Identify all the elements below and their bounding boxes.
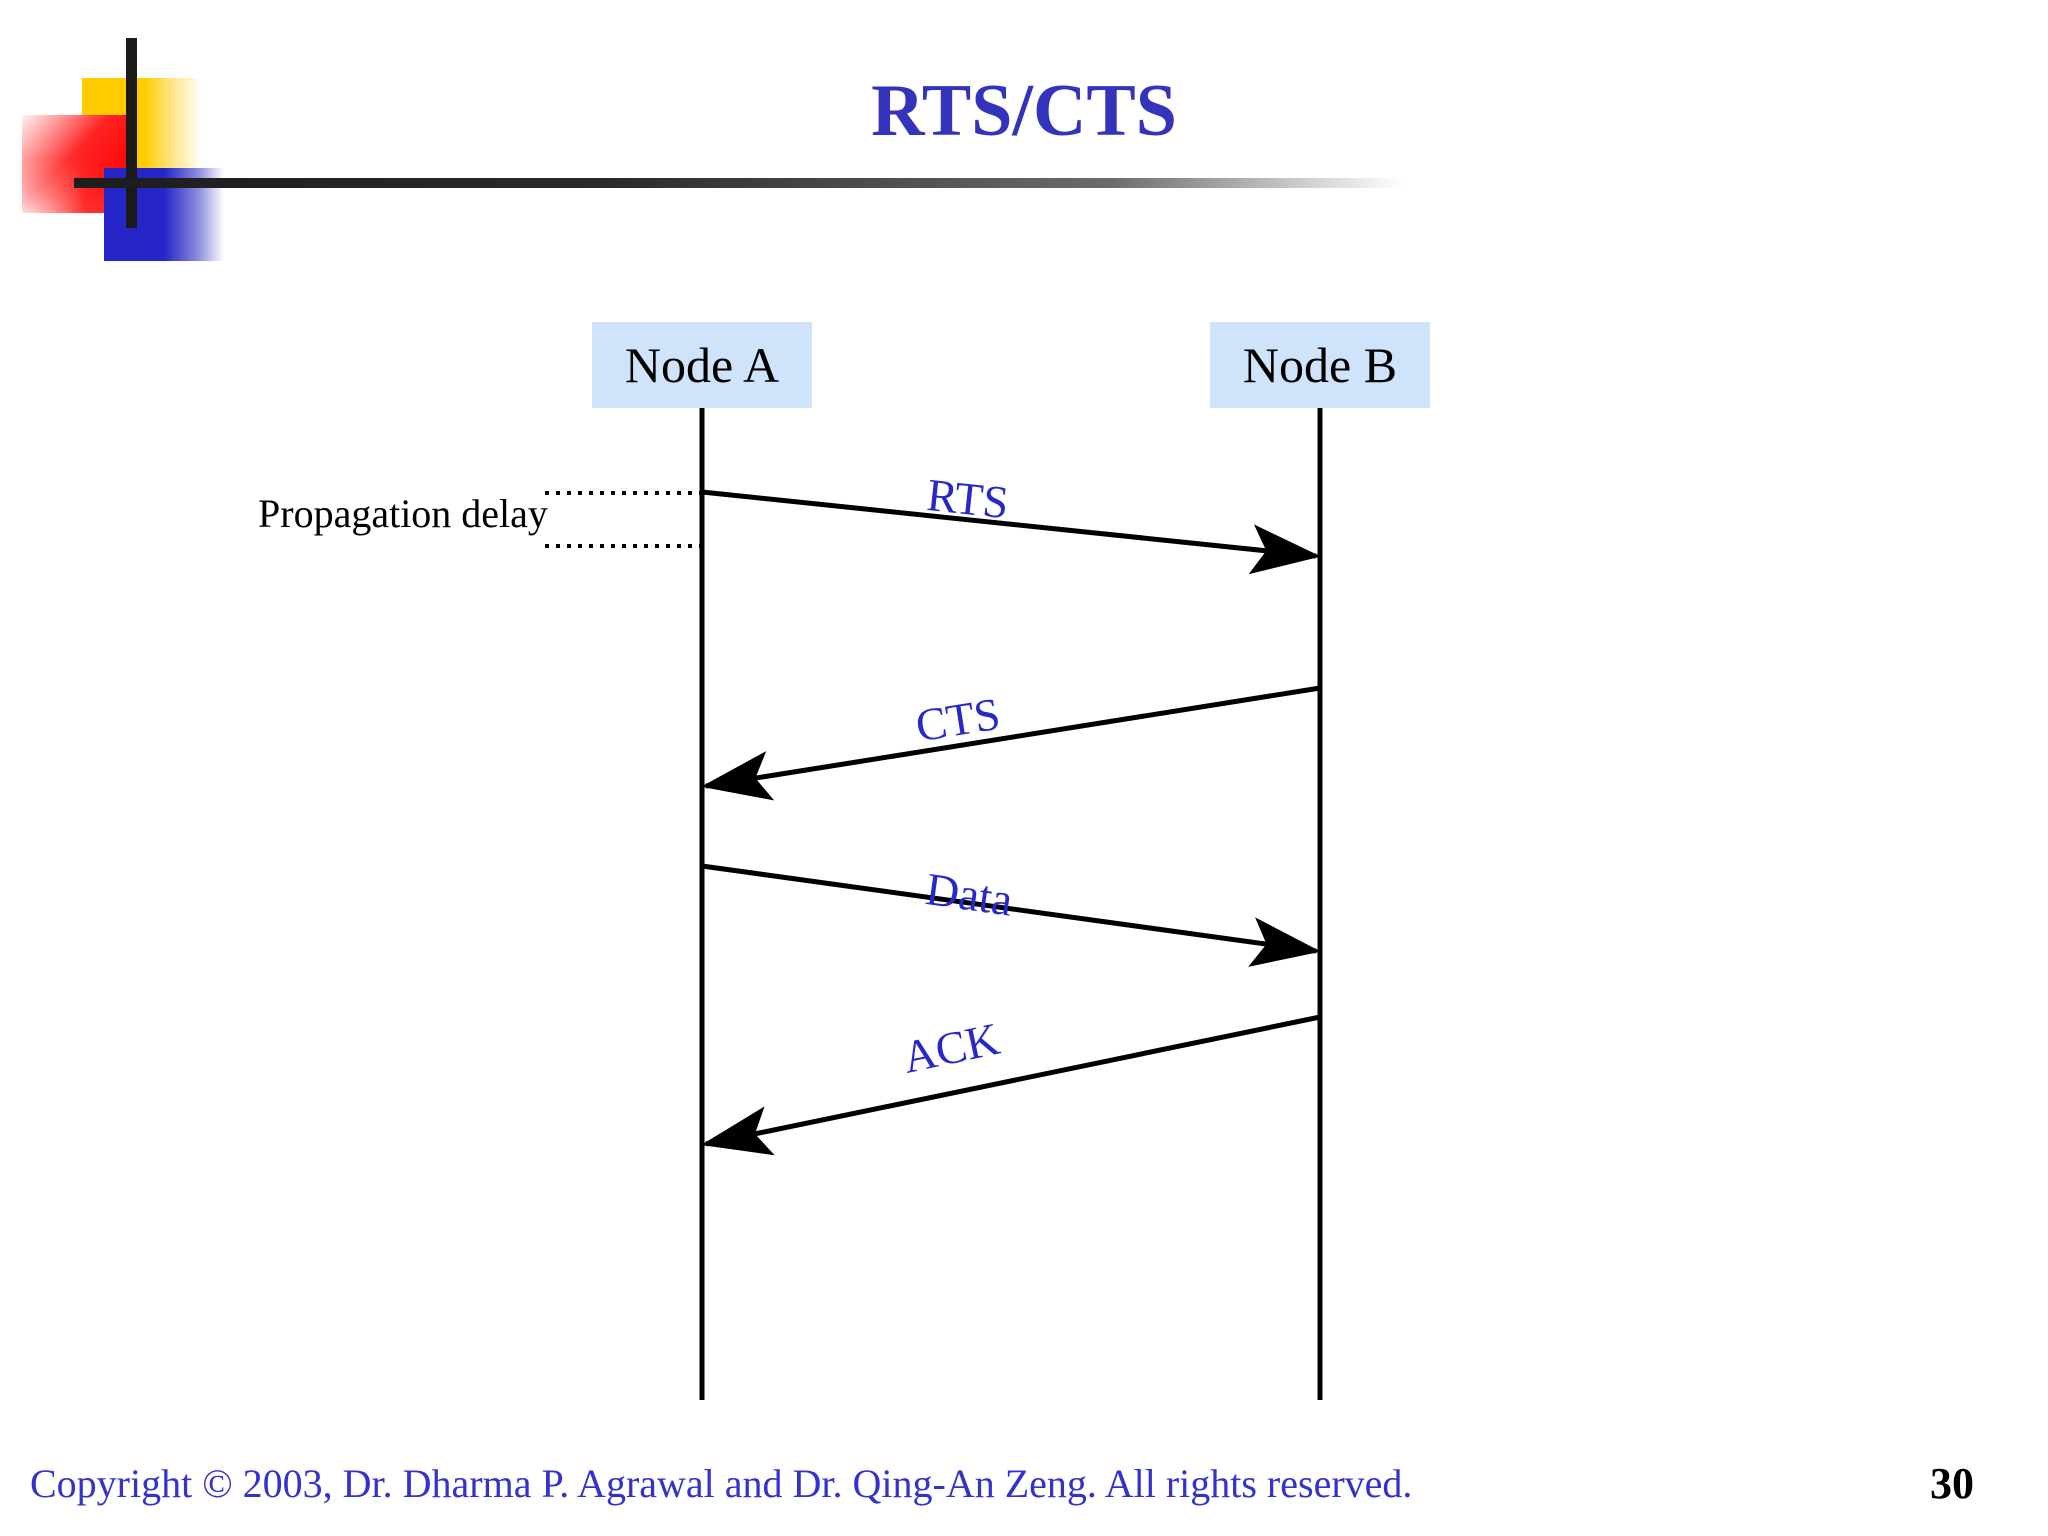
title-underline-bar [74, 178, 1404, 188]
message-arrow-data [701, 863, 1321, 967]
page-title: RTS/CTS [871, 70, 1177, 152]
propagation-delay-label: Propagation delay [258, 491, 548, 536]
message-label-rts: RTS [924, 468, 1012, 529]
page-number: 30 [1930, 1459, 1974, 1508]
footer-copyright-text: Copyright © 2003, Dr. Dharma P. Agrawal … [30, 1461, 1413, 1506]
node-a-header: Node A [592, 322, 812, 408]
message-arrow-rts [701, 489, 1321, 575]
logo-vertical-bar [126, 38, 137, 228]
node-b-header: Node B [1210, 322, 1430, 408]
message-arrow-ack [701, 1014, 1321, 1156]
message-arrow-cts [701, 685, 1321, 801]
